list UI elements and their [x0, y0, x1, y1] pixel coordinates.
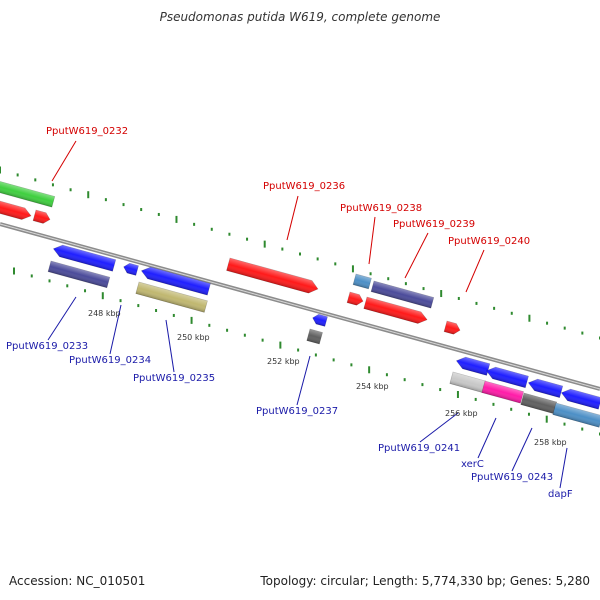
scale-label: 258 kbp	[534, 438, 567, 447]
cds-0237-shade	[312, 314, 328, 327]
cds-0237-grey-shade	[306, 329, 323, 345]
genome-summary-text: Topology: circular; Length: 5,774,330 bp…	[260, 574, 590, 588]
cds-0241-silver	[449, 371, 487, 393]
gene-label: PputW619_0233	[6, 341, 88, 352]
gene-label: PputW619_0239	[393, 219, 475, 230]
cds-0237-grey	[306, 328, 323, 345]
inner-tick-track	[13, 267, 600, 436]
leader-line	[296, 355, 311, 406]
leader-line	[559, 447, 568, 489]
gene-label: PputW619_0240	[448, 236, 530, 247]
cds-xerc-magenta-shade	[481, 381, 524, 404]
cds-xerc-magenta	[481, 380, 524, 404]
cds-0232b	[32, 209, 51, 224]
cds-0236	[226, 257, 319, 294]
cds-0234	[123, 262, 139, 276]
cds-dapf	[560, 388, 600, 410]
cds-0241-silver-shade	[449, 372, 486, 393]
cds-0240-shade	[444, 321, 461, 335]
gene-label: PputW619_0238	[340, 203, 422, 214]
cds-0236-shade	[226, 258, 318, 294]
cds-0235-shade	[141, 267, 211, 296]
cds-0232-green-shade	[0, 180, 55, 208]
cds-0232b-shade	[33, 210, 50, 224]
cds-0243	[527, 378, 564, 398]
cds-0243-grey	[520, 392, 558, 414]
cds-0238-small-shade	[353, 274, 372, 289]
cds-0234-shade	[123, 263, 139, 276]
leader-line	[165, 319, 175, 373]
gene-label: PputW619_0236	[263, 181, 345, 192]
cds-0235-olive	[135, 281, 208, 313]
cds-0232-green	[0, 179, 56, 208]
cds-0238	[346, 291, 364, 306]
cds-0233-dark-shade	[48, 261, 110, 288]
cds-0238-shade	[347, 292, 364, 306]
cds-0235	[140, 266, 211, 296]
sequence-backbone	[0, 222, 600, 391]
cds-dapf-shade	[561, 389, 600, 410]
cds-0239	[363, 296, 428, 324]
cds-0243-shade	[528, 379, 563, 398]
leader-line	[286, 195, 299, 241]
cds-0238-small	[352, 273, 372, 290]
leader-line	[51, 140, 77, 182]
cds-0233-dark	[47, 260, 111, 289]
gene-label: PputW619_0232	[46, 126, 128, 137]
outer-tick-track	[0, 166, 600, 340]
gene-label: PputW619_0234	[69, 355, 151, 366]
accession-text: Accession: NC_010501	[9, 574, 146, 588]
scale-label: 256 kbp	[445, 409, 478, 418]
feature-track	[0, 179, 600, 428]
cds-0239-dark-shade	[371, 281, 434, 309]
gene-label: PputW619_0241	[378, 443, 460, 454]
cds-0241-shade	[456, 357, 490, 376]
gene-label: PputW619_0235	[133, 373, 215, 384]
leader-line	[511, 427, 533, 472]
cds-dapf-steel-shade	[552, 403, 600, 428]
cds-0237	[312, 313, 328, 327]
map-title: Pseudomonas putida W619, complete genome	[159, 10, 441, 24]
leader-line	[465, 249, 485, 293]
cds-0232-shade	[0, 200, 32, 220]
scale-label: 254 kbp	[356, 382, 389, 391]
leader-line	[368, 216, 376, 265]
backbone-highlight	[0, 223, 600, 390]
leader-line	[109, 304, 122, 355]
scale-label: 250 kbp	[177, 333, 210, 342]
scale-label: 252 kbp	[267, 357, 300, 366]
label-leaders	[47, 140, 568, 489]
leader-line	[404, 232, 429, 279]
scale-labels: 248 kbp 250 kbp 252 kbp 254 kbp 256 kbp 258 k…	[88, 309, 567, 447]
cds-0240	[443, 320, 461, 335]
gene-label: PputW619_0243	[471, 472, 553, 483]
cds-dapf-steel	[552, 402, 600, 428]
leader-line	[47, 296, 77, 341]
cds-0243-grey-shade	[520, 393, 557, 414]
cds-0232	[0, 199, 32, 220]
cds-0233	[52, 244, 117, 272]
cds-0241	[455, 356, 491, 376]
cds-xerc	[485, 366, 529, 389]
cds-0239-shade	[363, 297, 428, 324]
cds-0235-olive-shade	[135, 282, 208, 313]
cds-xerc-shade	[486, 367, 529, 388]
gene-label: dapF	[548, 489, 573, 500]
gene-labels: PputW619_0232PputW619_0236PputW619_0238P…	[6, 126, 573, 500]
leader-line	[419, 412, 459, 443]
leader-line	[477, 417, 497, 459]
scale-label: 248 kbp	[88, 309, 121, 318]
gene-label: PputW619_0237	[256, 406, 338, 417]
cds-0239-dark	[370, 280, 435, 309]
gene-label: xerC	[461, 459, 484, 470]
cds-0233-shade	[53, 245, 116, 272]
